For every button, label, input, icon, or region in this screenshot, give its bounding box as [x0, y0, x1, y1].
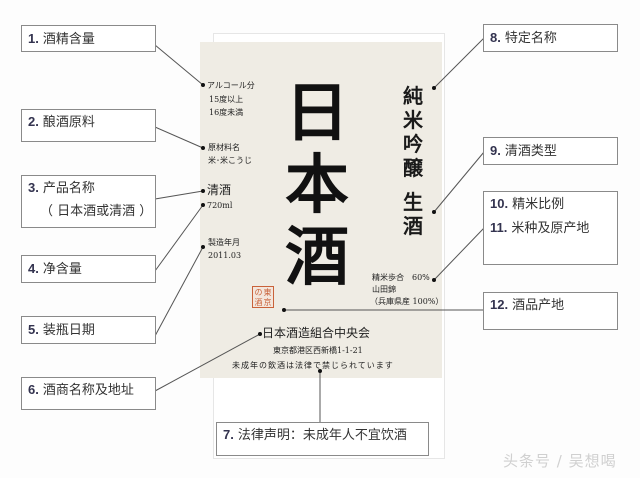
callout-4: 4.净含量 [21, 255, 156, 283]
callout-text: 净含量 [42, 262, 82, 277]
callout-1: 1.酒精含量 [21, 25, 156, 52]
alcohol-line2: 16度未満 [209, 108, 244, 117]
ingredients-value: 米･米こうじ [208, 156, 252, 165]
callout-number: 2. [28, 114, 39, 129]
callout-text: 酒品产地 [512, 298, 565, 313]
callout-12: 12.酒品产地 [483, 292, 618, 330]
callout-10-11: 10.精米比例 11.米种及原产地 [483, 191, 618, 265]
callout-number: 8. [490, 30, 501, 45]
category: 清酒 [207, 183, 232, 197]
callout-number: 10. [490, 196, 509, 211]
callout-number: 5. [28, 322, 39, 337]
ingredients-title: 原材料名 [208, 143, 240, 152]
callout-7: 7.法律声明：未成年人不宜饮酒 [216, 422, 429, 456]
legal-notice: 未成年の飲酒は法律で禁じられています [232, 361, 394, 370]
callout-text: 酒精含量 [42, 32, 95, 47]
callout-text: 装瓶日期 [42, 323, 95, 338]
specific-name-vertical: 純 米 吟 醸 [400, 84, 426, 180]
date-value: 2011.03 [208, 251, 242, 260]
callout-3: 3.产品名称 （ 日本酒或清酒 ） [21, 175, 156, 228]
specific-char: 吟 [403, 132, 423, 156]
brewer-address: 東京都港区西新橋1-1-21 [273, 346, 363, 355]
callout-text: 清酒类型 [504, 144, 557, 159]
sake-label [200, 42, 442, 378]
specific-char: 米 [403, 108, 423, 132]
callout-text: 特定名称 [504, 31, 557, 46]
callout-number: 12. [490, 297, 509, 312]
callout-text: 米种及原产地 [511, 221, 590, 236]
volume: 720ml [207, 201, 233, 210]
callout-8: 8.特定名称 [483, 24, 618, 52]
date-title: 製造年月 [208, 238, 240, 247]
callout-text: 精米比例 [512, 197, 565, 212]
alcohol-line1: 15度以上 [209, 95, 244, 104]
callout-number: 9. [490, 143, 501, 158]
callout-subtext: （ 日本酒或清酒 ） [40, 204, 153, 219]
callout-text: 酒商名称及地址 [42, 383, 134, 398]
watermark: 头条号 / 吴想喝 [503, 452, 617, 470]
callout-text: 法律声明：未成年人不宜饮酒 [237, 428, 407, 443]
callout-number: 7. [223, 427, 234, 442]
stamp-char: 酒 [254, 298, 263, 307]
title-char: 酒 [285, 220, 349, 295]
callout-number: 6. [28, 382, 39, 397]
stamp-char: 東 [263, 288, 272, 297]
type-vertical: 生 酒 [400, 190, 426, 238]
polish-ratio: 精米歩合 60% [372, 273, 430, 282]
callout-number: 1. [28, 31, 39, 46]
rice-variety: 山田錦 [372, 285, 396, 294]
callout-6: 6.酒商名称及地址 [21, 377, 156, 410]
callout-text: 产品名称 [42, 181, 95, 196]
main-title-calligraphy: 日 本 酒 [283, 78, 351, 294]
stamp-char: 京 [263, 298, 272, 307]
callout-5: 5.装瓶日期 [21, 316, 156, 344]
title-char: 日 [285, 76, 349, 151]
alcohol-title: アルコール分 [207, 81, 255, 90]
callout-9: 9.清酒类型 [483, 137, 618, 165]
type-char: 生 [403, 190, 423, 214]
type-char: 酒 [403, 214, 423, 238]
stamp-char: の [254, 288, 263, 297]
specific-char: 醸 [403, 156, 423, 180]
brewer-name: 日本酒造組合中央会 [262, 326, 371, 340]
rice-origin: （兵庫県産 100%） [370, 297, 444, 306]
callout-text: 酿酒原料 [42, 115, 95, 130]
title-char: 本 [285, 148, 349, 223]
callout-2: 2.酿酒原料 [21, 109, 156, 142]
callout-number: 11. [490, 220, 508, 235]
callout-number: 4. [28, 261, 39, 276]
callout-number: 3. [28, 180, 39, 195]
specific-char: 純 [403, 84, 423, 108]
tokyo-stamp: の 東 酒 京 [252, 286, 274, 308]
